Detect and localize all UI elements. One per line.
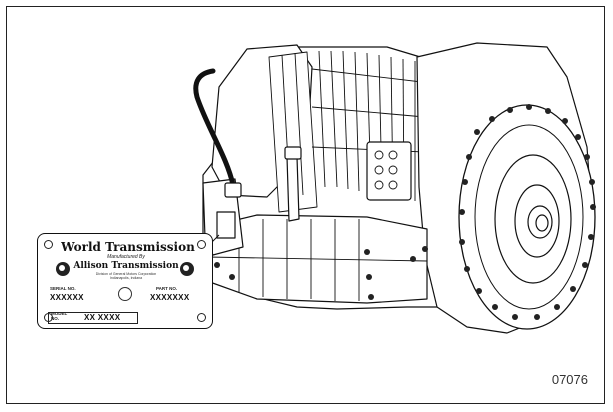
model-value: XX XXXX (84, 313, 121, 322)
plate-screw-icon (44, 240, 53, 249)
pan-bolts (214, 246, 428, 300)
part-value: XXXXXXX (150, 293, 190, 302)
wiring-harness (193, 68, 236, 188)
transmission-illustration (193, 42, 596, 334)
model-label: MODEL NO. (51, 311, 68, 321)
plate-screw-icon (197, 313, 206, 322)
plate-brand: Allison Transmission (73, 261, 179, 271)
part-label: PART NO. (156, 286, 178, 291)
figure-frame: World Transmission Manufactured By Allis… (6, 6, 605, 404)
allison-logo-icon (56, 262, 70, 276)
serial-value: XXXXXX (50, 293, 84, 302)
plate-title: World Transmission (61, 240, 195, 254)
flange-bolts (459, 104, 596, 320)
plate-manufactured-by: Manufactured By (107, 254, 145, 260)
figure-number: 07076 (551, 372, 588, 387)
identification-plate: World Transmission Manufactured By Allis… (37, 233, 213, 329)
plate-screw-icon (197, 240, 206, 249)
serial-label: SERIAL NO. (50, 286, 76, 291)
model-box (48, 312, 138, 324)
gm-logo-icon (180, 262, 194, 276)
plate-center-hole (118, 287, 132, 301)
harness-connector (224, 182, 242, 198)
fill-tube (286, 156, 300, 222)
plate-fine-print: Division of General Motors Corporation I… (95, 272, 157, 280)
